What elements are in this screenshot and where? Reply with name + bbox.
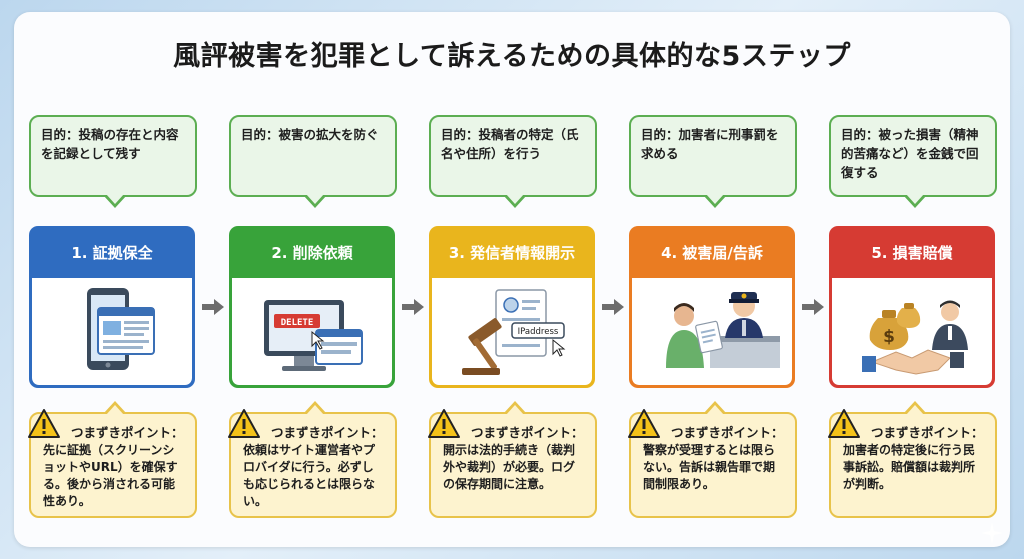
purpose-text: 目的：加害者に刑事罰を求める xyxy=(641,127,779,161)
gavel-document-icon: IPaddress xyxy=(432,278,592,385)
warning-title: つまずきポイント： xyxy=(71,425,184,440)
purpose-bubble-step-3: 目的：投稿者の特定（氏名や住所）を行う xyxy=(429,115,597,208)
step-label: 2. 削除依頼 xyxy=(271,243,353,262)
step-card-1: 1. 証拠保全 xyxy=(29,226,195,388)
page-title: 風評被害を犯罪として訴えるための具体的な5ステップ xyxy=(173,41,851,72)
warning-text: 依頼はサイト運営者やプロバイダに行う。必ずしも応じられるとは限らない。 xyxy=(243,443,376,508)
dollar-sign-glyph: $ xyxy=(883,327,895,347)
warning-title: つまずきポイント： xyxy=(671,425,784,440)
step-label: 3. 発信者情報開示 xyxy=(448,243,576,262)
bubble-tail-inner xyxy=(906,405,924,415)
purpose-bubble-step-5: 目的：被った損害（精神的苦痛など）を金銭で回復する xyxy=(829,115,997,208)
money-handshake-icon: $ xyxy=(832,278,992,385)
warning-icon xyxy=(827,408,861,440)
bubble-tail-inner xyxy=(306,405,324,415)
warning-bubble-step-5: つまずきポイント： 加害者の特定後に行う民事訴訟。賠償額は裁判所が判断。 xyxy=(828,401,997,518)
arrow-right-icon xyxy=(201,298,225,316)
warning-text: 警察が受理するとは限らない。告訴は親告罪で期間制限あり。 xyxy=(643,443,776,491)
bubble-tail-inner xyxy=(106,194,124,204)
arrow-right-icon xyxy=(401,298,425,316)
warning-bubble-step-1: つまずきポイント： 先に証拠（スクリーンショットやURL）を確保する。後から消され… xyxy=(28,401,197,518)
arrow-right-icon xyxy=(601,298,625,316)
bubble-tail-inner xyxy=(106,405,124,415)
smartphone-screenshot-icon xyxy=(32,278,192,385)
warning-text: 先に証拠（スクリーンショットやURL）を確保する。後から消される可能性あり。 xyxy=(43,443,178,508)
warning-title: つまずきポイント： xyxy=(271,425,384,440)
step-card-5: 5. 損害賠償 $ xyxy=(829,226,995,388)
police-report-icon xyxy=(632,278,792,385)
purpose-text: 目的：被害の拡大を防ぐ xyxy=(241,127,379,142)
bubble-tail-inner xyxy=(306,194,324,204)
step-label: 5. 損害賠償 xyxy=(871,243,953,262)
bubble-tail-inner xyxy=(506,194,524,204)
bubble-tail-inner xyxy=(706,194,724,204)
warning-text: 加害者の特定後に行う民事訴訟。賠償額は裁判所が判断。 xyxy=(843,443,976,491)
warning-icon xyxy=(427,408,461,440)
warning-icon xyxy=(627,408,661,440)
step-label: 1. 証拠保全 xyxy=(71,243,153,262)
step-card-3: 3. 発信者情報開示 IPaddress xyxy=(429,226,595,388)
purpose-text: 目的：投稿の存在と内容を記録として残す xyxy=(41,127,179,161)
warning-title: つまずきポイント： xyxy=(471,425,584,440)
sparkle-icon xyxy=(981,522,1003,544)
step-label: 4. 被害届/告訴 xyxy=(661,243,763,262)
purpose-bubble-step-1: 目的：投稿の存在と内容を記録として残す xyxy=(29,115,197,208)
warning-bubble-step-4: つまずきポイント： 警察が受理するとは限らない。告訴は親告罪で期間制限あり。 xyxy=(628,401,797,518)
step-card-4: 4. 被害届/告訴 xyxy=(629,226,795,388)
bubble-tail-inner xyxy=(906,194,924,204)
purpose-text: 目的：投稿者の特定（氏名や住所）を行う xyxy=(441,127,579,161)
warning-bubble-step-2: つまずきポイント： 依頼はサイト運営者やプロバイダに行う。必ずしも応じられるとは限… xyxy=(228,401,397,518)
purpose-bubble-step-4: 目的：加害者に刑事罰を求める xyxy=(629,115,797,208)
warning-title: つまずきポイント： xyxy=(871,425,984,440)
bubble-tail-inner xyxy=(506,405,524,415)
purpose-bubble-step-2: 目的：被害の拡大を防ぐ xyxy=(229,115,397,208)
warning-bubble-step-3: つまずきポイント： 開示は法的手続き（裁判外や裁判）が必要。ログの保存期間に注意。 xyxy=(428,401,597,518)
delete-icon-label: DELETE xyxy=(281,318,314,328)
arrow-right-icon xyxy=(801,298,825,316)
warning-text: 開示は法的手続き（裁判外や裁判）が必要。ログの保存期間に注意。 xyxy=(443,443,576,491)
bubble-tail-inner xyxy=(706,405,724,415)
warning-icon xyxy=(227,408,261,440)
warning-icon xyxy=(27,408,61,440)
step-card-2: 2. 削除依頼 DELETE xyxy=(229,226,395,388)
purpose-text: 目的：被った損害（精神的苦痛など）を金銭で回復する xyxy=(841,127,979,180)
computer-delete-icon: DELETE xyxy=(232,278,392,385)
ip-address-label: IPaddress xyxy=(518,327,559,337)
